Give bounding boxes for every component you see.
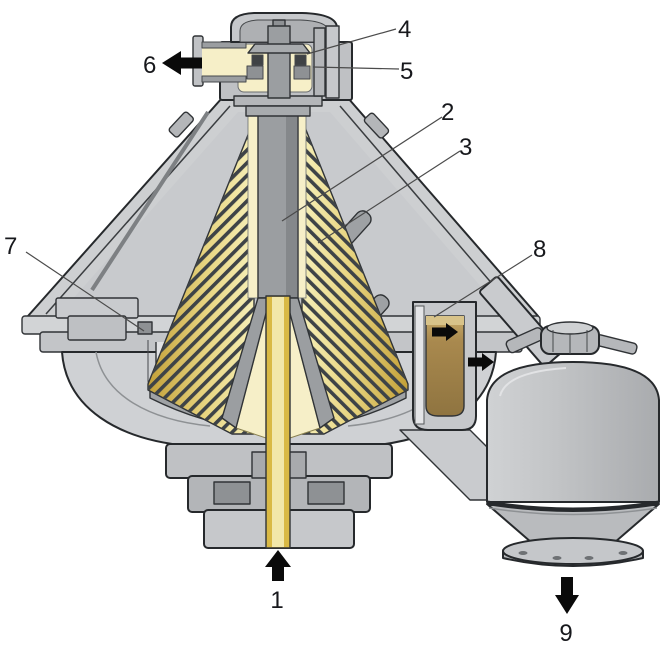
feed-inlet-arrow (265, 550, 291, 581)
outlet-flow-arrow (162, 51, 202, 75)
inlet-arrow-shaft (272, 565, 284, 581)
bowl-left-flange-upper (55, 297, 139, 319)
vessel-flange-bolt-4 (618, 551, 628, 555)
vessel-dome-highlight (499, 367, 567, 397)
label-6: 6 (143, 52, 156, 79)
outlet-pipe-bore (202, 48, 246, 76)
leader-5 (312, 66, 400, 70)
leader-8 (433, 254, 533, 318)
separator-head (192, 12, 353, 117)
head-wall-rib-inner (313, 27, 326, 97)
sediment-channel-inner-wall (414, 305, 425, 425)
label-8: 8 (533, 236, 546, 263)
label-4: 4 (398, 16, 411, 43)
vessel-flange-bolt-2 (552, 556, 562, 560)
vessel-flange-bolt-3 (584, 556, 594, 560)
leader-2 (281, 116, 443, 222)
flow-arrows (162, 51, 579, 614)
inlet-arrow-head (265, 550, 291, 567)
sediment-lower-head (482, 353, 494, 371)
base-bearing-left (213, 481, 251, 505)
distributor-leg-right (285, 297, 335, 429)
vessel-cap (505, 321, 638, 355)
callout-labels: 1 2 3 4 5 6 7 8 9 (4, 16, 573, 647)
riser-channel-right (297, 105, 307, 299)
head-wall-rib-outer (325, 25, 340, 99)
label-2: 2 (441, 99, 454, 126)
disc-stack-right-discs (302, 120, 408, 434)
hood-left-tube (90, 110, 210, 292)
riser-channel-left (247, 105, 259, 299)
hood-inner-wall-left (45, 105, 231, 315)
leader-3 (317, 150, 461, 244)
vessel-arrow-shaft (561, 577, 573, 596)
hood-lug-right (363, 112, 390, 139)
sediment-flow-lower-arrow (468, 353, 494, 371)
collection-vessel (486, 321, 660, 567)
vessel-seam-shadow (488, 507, 658, 516)
bowl-lock-ring-catch (137, 321, 153, 335)
paring-disc-assembly (246, 19, 311, 99)
outlet-arrow-shaft (180, 57, 202, 69)
hood-inner-wall-right (339, 105, 519, 315)
vessel-arrow-head (555, 595, 579, 614)
paring-nut-left (251, 54, 264, 66)
outlet-arrow-head (162, 51, 181, 75)
disc-stack-and-distributor (147, 93, 409, 549)
distributor-column-shade (286, 95, 297, 297)
paring-disc (247, 43, 311, 54)
vessel-body (486, 361, 660, 503)
neck-collar-lower (245, 105, 311, 117)
leader-lines (25, 28, 533, 332)
vessel-cone (486, 503, 660, 550)
base-bearing-right (307, 481, 345, 505)
sediment-upper-shaft (432, 327, 446, 337)
paring-ring-left (246, 65, 264, 80)
label-1: 1 (270, 587, 283, 614)
sediment-lower-shaft (468, 357, 482, 367)
label-5: 5 (400, 58, 413, 85)
paring-ring-right (293, 65, 311, 80)
bowl-left-flange-lower (67, 315, 127, 341)
sediment-upper-head (446, 323, 458, 341)
vessel-cap-top (546, 321, 594, 335)
outlet-pipe-wall-top (201, 41, 247, 49)
label-7: 7 (4, 233, 17, 260)
label-3: 3 (459, 134, 472, 161)
vessel-cap-handle-right (594, 334, 638, 355)
sediment-flow (425, 315, 465, 417)
bowl-lower-curve-left (95, 351, 211, 427)
disc-stack-left-discs (148, 120, 254, 434)
leader-4 (306, 28, 397, 55)
paring-nut-right (294, 54, 307, 66)
vessel-seam (486, 500, 660, 511)
feed-tube-core (272, 297, 284, 547)
spindle-top (267, 25, 291, 99)
sediment-flow-upper-arrow (432, 323, 458, 341)
vessel-flange-bolt-1 (518, 551, 528, 555)
label-9: 9 (559, 620, 572, 647)
hood-lug-left (168, 111, 194, 138)
leader-7 (25, 251, 145, 332)
sediment-flow-top (426, 316, 464, 325)
outlet-pipe-wall-bottom (201, 75, 247, 83)
vessel-discharge-arrow (555, 577, 579, 614)
vessel-flange (502, 537, 644, 565)
